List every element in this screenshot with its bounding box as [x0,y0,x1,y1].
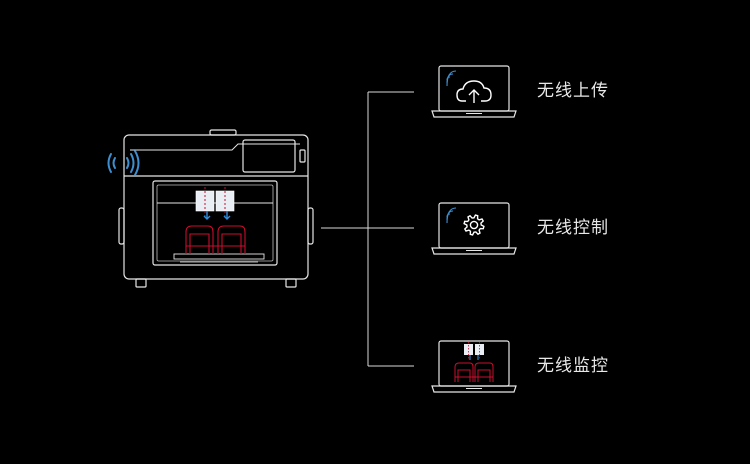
left-nozzle [203,211,211,220]
preview-left-inner [457,369,471,382]
wifi-corner-icon [446,207,457,224]
printer-panel-edge [130,143,300,151]
laptop-upload-base [431,110,517,118]
printer-illustration [118,129,314,288]
printer-build-chamber [152,180,278,266]
preview-left-frame [454,362,474,382]
laptop-control [431,202,517,255]
laptop-monitor [431,340,517,393]
right-object-frame [217,225,246,254]
laptop-upload-screen [438,65,510,112]
printer-side-button [299,149,306,163]
laptop-monitor-screen [438,340,510,387]
wifi-corner-arc-3 [446,70,457,87]
printer-left-foot [135,278,147,288]
printer-top-handle [209,129,237,136]
left-object-frame [185,225,214,254]
printer-chamber-inner [156,184,274,262]
wifi-right-arc-3 [134,150,140,176]
printer-build-plate [173,253,265,260]
printer-printed-object [185,225,246,254]
printer-display-screen [242,139,296,173]
wifi-signal-icon [107,150,140,176]
wireless-upload-label: 无线上传 [537,81,609,101]
preview-right-inner [477,369,491,382]
wifi-right-arc-1 [126,157,130,169]
wifi-left-arc-1 [112,157,116,169]
printer-right-foot [285,278,297,288]
preview-printed-object [454,362,494,382]
wireless-monitor-label: 无线监控 [537,356,609,376]
wifi-corner-icon [446,70,457,87]
gear-hub [469,220,479,230]
right-nozzle [223,211,231,220]
upload-arrow-head [468,89,480,96]
printer-preview-icon [454,342,494,382]
preview-nozzles [469,355,479,360]
wifi-right-arc-2 [130,153,135,173]
printer-print-heads [195,187,235,220]
connector-lines [321,91,414,367]
left-object-inner [189,233,210,254]
cloud-upload-icon [456,80,492,103]
gear-icon [463,214,485,236]
preview-right-frame [474,362,494,382]
laptop-control-screen [438,202,510,249]
right-object-inner [221,233,242,254]
printer-left-knob [118,207,125,245]
laptop-upload [431,65,517,118]
wireless-control-label: 无线控制 [537,218,609,238]
laptop-monitor-base [431,385,517,393]
laptop-control-base [431,247,517,255]
wifi-corner-arc-3 [446,207,457,224]
cloud-outline [456,80,492,102]
printer-right-knob [307,207,314,245]
gear-outline [463,214,485,236]
wifi-left-arc-2 [107,153,112,173]
